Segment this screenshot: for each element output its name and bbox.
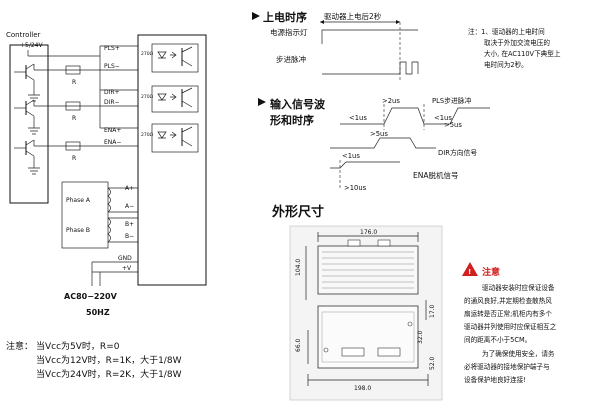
input-timing-title-2: 形和时序 — [270, 113, 314, 127]
driver-side-view — [317, 305, 419, 369]
gnd-label: GND — [118, 255, 132, 262]
supply-label: AC80−220V — [64, 292, 118, 301]
terminal-block-1 — [341, 347, 365, 357]
dim-left-66: 66.0 — [295, 338, 302, 352]
resistor-dir — [65, 101, 81, 111]
pin-a-minus: A− — [125, 203, 134, 210]
arrow-bullet-icon — [258, 98, 266, 106]
caution-line-8: 设备保护地良好连接! — [464, 375, 526, 384]
dir-wave — [330, 137, 436, 149]
outline-section: 外形尺寸 176.0 104.0 17.0 66.0 — [271, 204, 443, 401]
resistor-pls — [65, 65, 81, 75]
pin-ena-minus: ENA− — [104, 139, 121, 146]
res-label-dir: 270Ω — [141, 94, 154, 100]
terminal-block-2 — [377, 347, 401, 357]
outline-title: 外形尺寸 — [271, 204, 324, 220]
dim-top-176: 176.0 — [360, 229, 377, 236]
input-timing-title-1: 输入信号波 — [270, 97, 326, 111]
driver-box — [137, 34, 207, 286]
svg-text:!: ! — [468, 268, 471, 276]
caution-line-1: 驱动器安装时应保证设备 — [482, 283, 555, 292]
dim-right-32: 32.0 — [417, 330, 424, 344]
caution-section: ! 注意 驱动器安装时应保证设备 的通风良好,并定期检查散热风 扇运转是否正常;… — [462, 262, 557, 384]
lt1us-a-label: <1us — [349, 114, 367, 122]
vcc-label: +5/24V — [20, 42, 44, 49]
warning-icon — [462, 262, 478, 276]
transistor-ena: R — [14, 139, 138, 175]
dim-right-52: 52.0 — [429, 356, 436, 370]
input-timing: 输入信号波 形和时序 >2us PLS步进脉冲 <1us <1us >5us >… — [258, 96, 490, 192]
gt10us-label: >10us — [344, 184, 367, 192]
pin-b-minus: B− — [125, 233, 134, 240]
pls-label: PLS步进脉冲 — [432, 96, 472, 105]
controller-box — [9, 44, 49, 204]
pin-a-plus: A+ — [125, 185, 134, 192]
power-timing-title: 上电时序 — [263, 10, 307, 24]
res-label-pls: 270Ω — [141, 51, 154, 57]
phase-a-label: Phase A — [66, 197, 91, 204]
dir-label: DIR方向信号 — [438, 148, 477, 157]
lt1us-c-label: <1us — [342, 152, 360, 160]
optocoupler-ena: 270Ω — [141, 123, 199, 153]
pin-dir-minus: DIR− — [104, 99, 120, 106]
motor-box — [61, 181, 109, 249]
power-note-line-2: 取决于外加交流电压的 — [484, 38, 550, 47]
vplus-label: +V — [122, 265, 132, 272]
pin-pls-minus: PLS− — [104, 63, 120, 70]
pls-wave — [340, 107, 490, 125]
power-note-line-4: 电时间为2秒。 — [484, 60, 528, 69]
pin-pls-plus: PLS+ — [104, 45, 120, 52]
pin-dir-plus: DIR+ — [104, 89, 120, 96]
caution-line-7: 必将驱动器的接地保护端子与 — [464, 362, 550, 371]
controller-label: Controller — [6, 31, 41, 39]
power-timing: 上电时序 驱动器上电后2秒 电源指示灯 步进脉冲 注：1、驱动器的上电时间 取决… — [252, 10, 561, 80]
caution-line-4: 驱动器并列使用时应保证相互之 — [464, 322, 557, 331]
gt5us-b-label: >5us — [444, 121, 462, 129]
caution-line-3: 扇运转是否正常;机柜内有多个 — [464, 309, 552, 318]
resistor-label-pls: R — [72, 79, 76, 86]
wiring-diagram: Controller +5/24V R — [6, 31, 207, 317]
ena-wave — [330, 161, 400, 169]
step-pulse-wave — [322, 61, 419, 75]
pin-ena-plus: ENA+ — [104, 127, 121, 134]
pin-b-plus: B+ — [125, 221, 134, 228]
dim-right-17: 17.0 — [429, 304, 436, 318]
caution-line-5: 间的距离不小于5CM。 — [464, 335, 531, 344]
power-lamp-label: 电源指示灯 — [270, 27, 308, 37]
resistor-ena — [65, 141, 81, 151]
coil-b — [107, 217, 111, 243]
ena-label: ENA脱机信号 — [413, 170, 458, 180]
transistor-dir: R — [14, 99, 138, 135]
optocoupler-dir: 270Ω — [141, 85, 199, 113]
res-label-ena: 270Ω — [141, 132, 154, 138]
resistor-label-dir: R — [72, 115, 76, 122]
driver-after-label: 驱动器上电后2秒 — [324, 11, 382, 21]
arrow-bullet-icon — [252, 12, 260, 20]
power-note-line-1: 注：1、驱动器的上电时间 — [468, 27, 545, 36]
gt5us-a-label: >5us — [370, 130, 388, 138]
notes-prefix: 注意： — [6, 340, 33, 352]
transistor-pls: R — [14, 63, 138, 102]
freq-label: 50HZ — [86, 308, 110, 317]
caution-title: 注意 — [482, 266, 500, 278]
coil-a — [107, 187, 111, 213]
optocoupler-pls: 270Ω — [141, 43, 199, 73]
caution-line-2: 的通风良好,并定期检查散热风 — [464, 296, 552, 305]
step-pulse-label: 步进脉冲 — [276, 54, 306, 64]
phase-b-label: Phase B — [66, 227, 90, 234]
power-lamp-wave — [321, 29, 418, 44]
vcc-notes: 注意： 当Vcc为5V时，R=0 当Vcc为12V时，R=1K，大于1/8W 当… — [6, 340, 182, 380]
dim-bottom-198: 198.0 — [354, 385, 371, 392]
caution-line-6: 为了确保使用安全，请务 — [482, 349, 555, 358]
notes-line-1: 当Vcc为5V时，R=0 — [36, 340, 120, 352]
notes-line-2: 当Vcc为12V时，R=1K，大于1/8W — [36, 354, 182, 366]
dim-left-104: 104.0 — [295, 259, 302, 276]
gt2us-label: >2us — [382, 97, 400, 105]
power-note-line-3: 大小, 在AC110V下典型上 — [484, 49, 561, 58]
notes-line-3: 当Vcc为24V时，R=2K，大于1/8W — [36, 368, 182, 380]
lt1us-b-label: <1us — [434, 114, 452, 122]
resistor-label-ena: R — [72, 155, 76, 162]
